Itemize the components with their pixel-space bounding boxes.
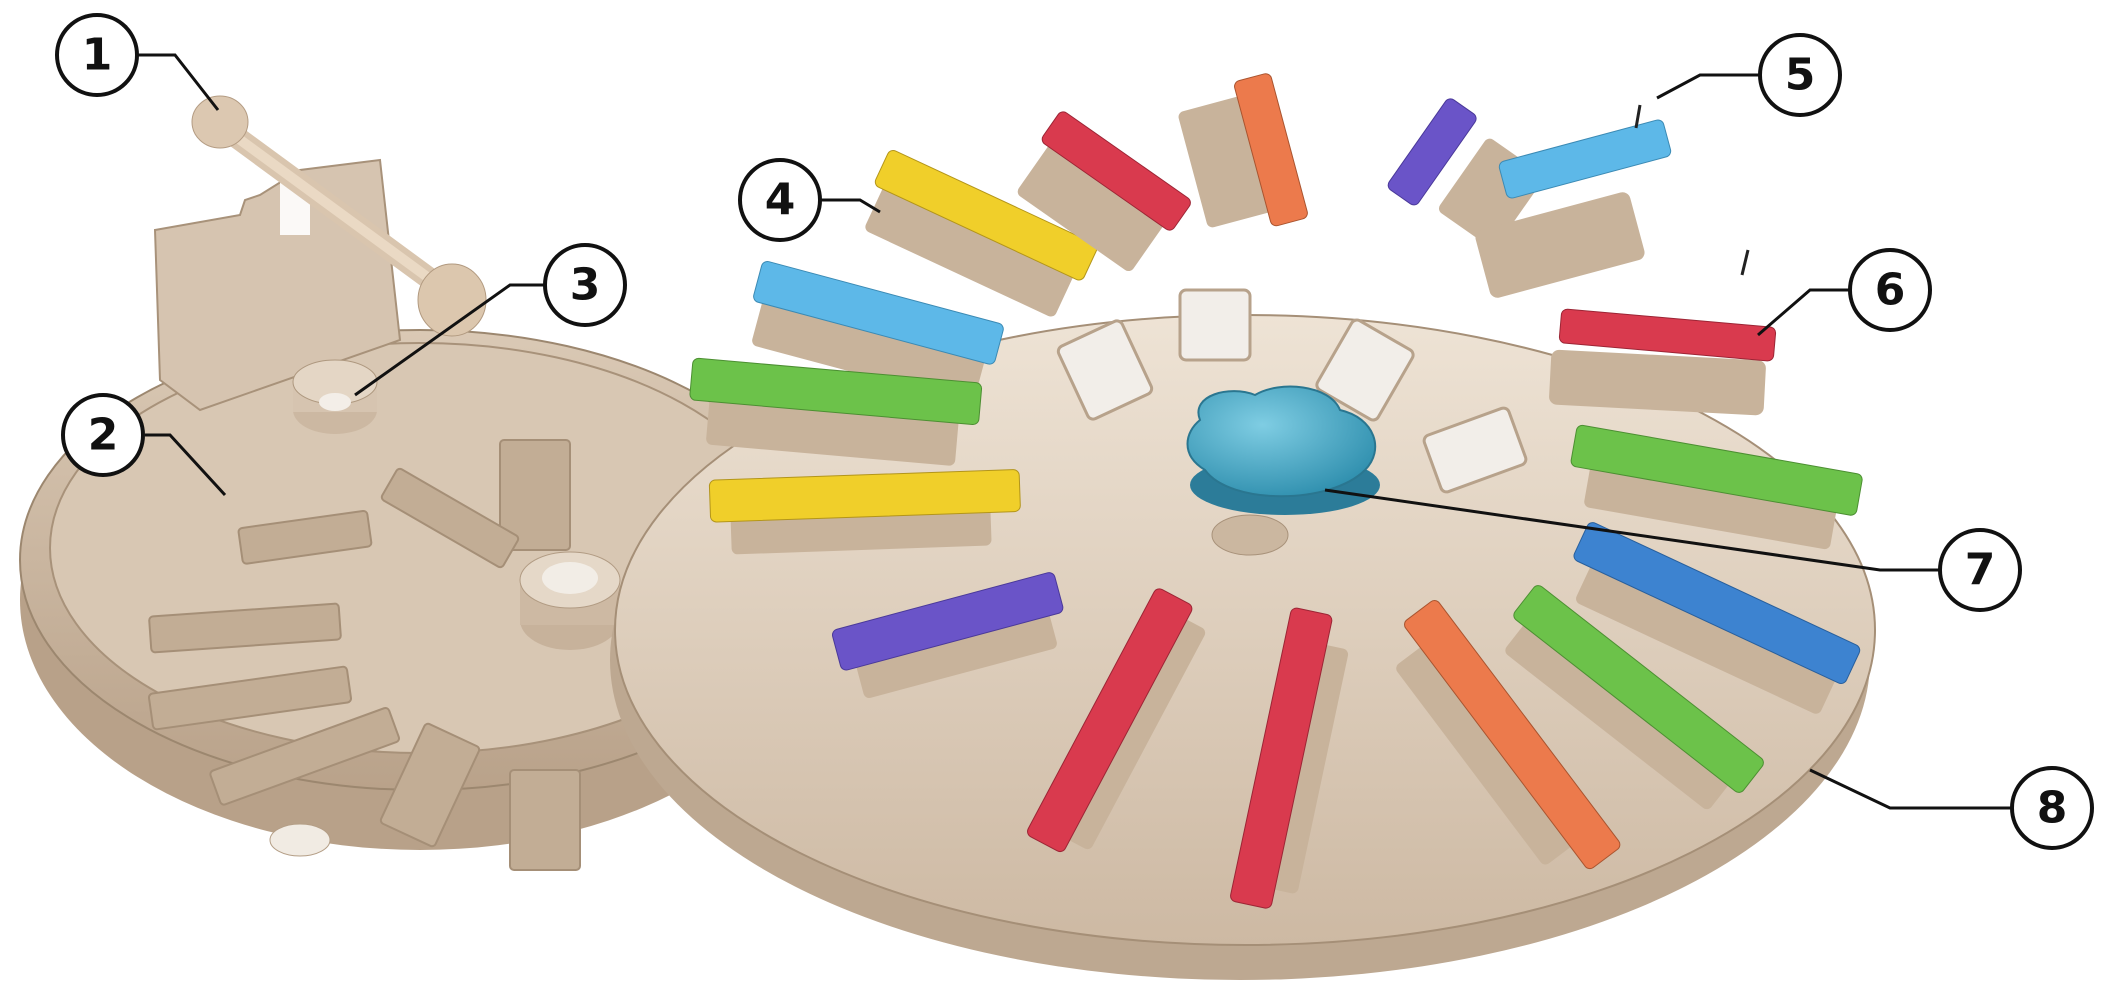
bar-yellow-left xyxy=(709,469,1021,555)
callout-3: 3 xyxy=(545,245,625,325)
callout-8: 8 xyxy=(2012,768,2092,848)
callout-3-label: 3 xyxy=(570,260,601,311)
callout-8-label: 8 xyxy=(2037,783,2068,834)
callout-2-label: 2 xyxy=(88,410,119,461)
callout-2: 2 xyxy=(63,395,143,475)
callout-7: 7 xyxy=(1940,530,2020,610)
callout-6-label: 6 xyxy=(1875,265,1906,316)
bar-orange-top xyxy=(1173,72,1308,243)
callout-6: 6 xyxy=(1850,250,1930,330)
callout-7-label: 7 xyxy=(1965,545,1996,596)
callout-5: 5 xyxy=(1760,35,1840,115)
callout-1: 1 xyxy=(57,15,137,95)
callout-4-label: 4 xyxy=(765,175,796,226)
callout-4: 4 xyxy=(740,160,820,240)
callout-5-label: 5 xyxy=(1785,50,1816,101)
bar-red-right xyxy=(1549,309,1776,416)
callout-1-label: 1 xyxy=(82,30,113,81)
